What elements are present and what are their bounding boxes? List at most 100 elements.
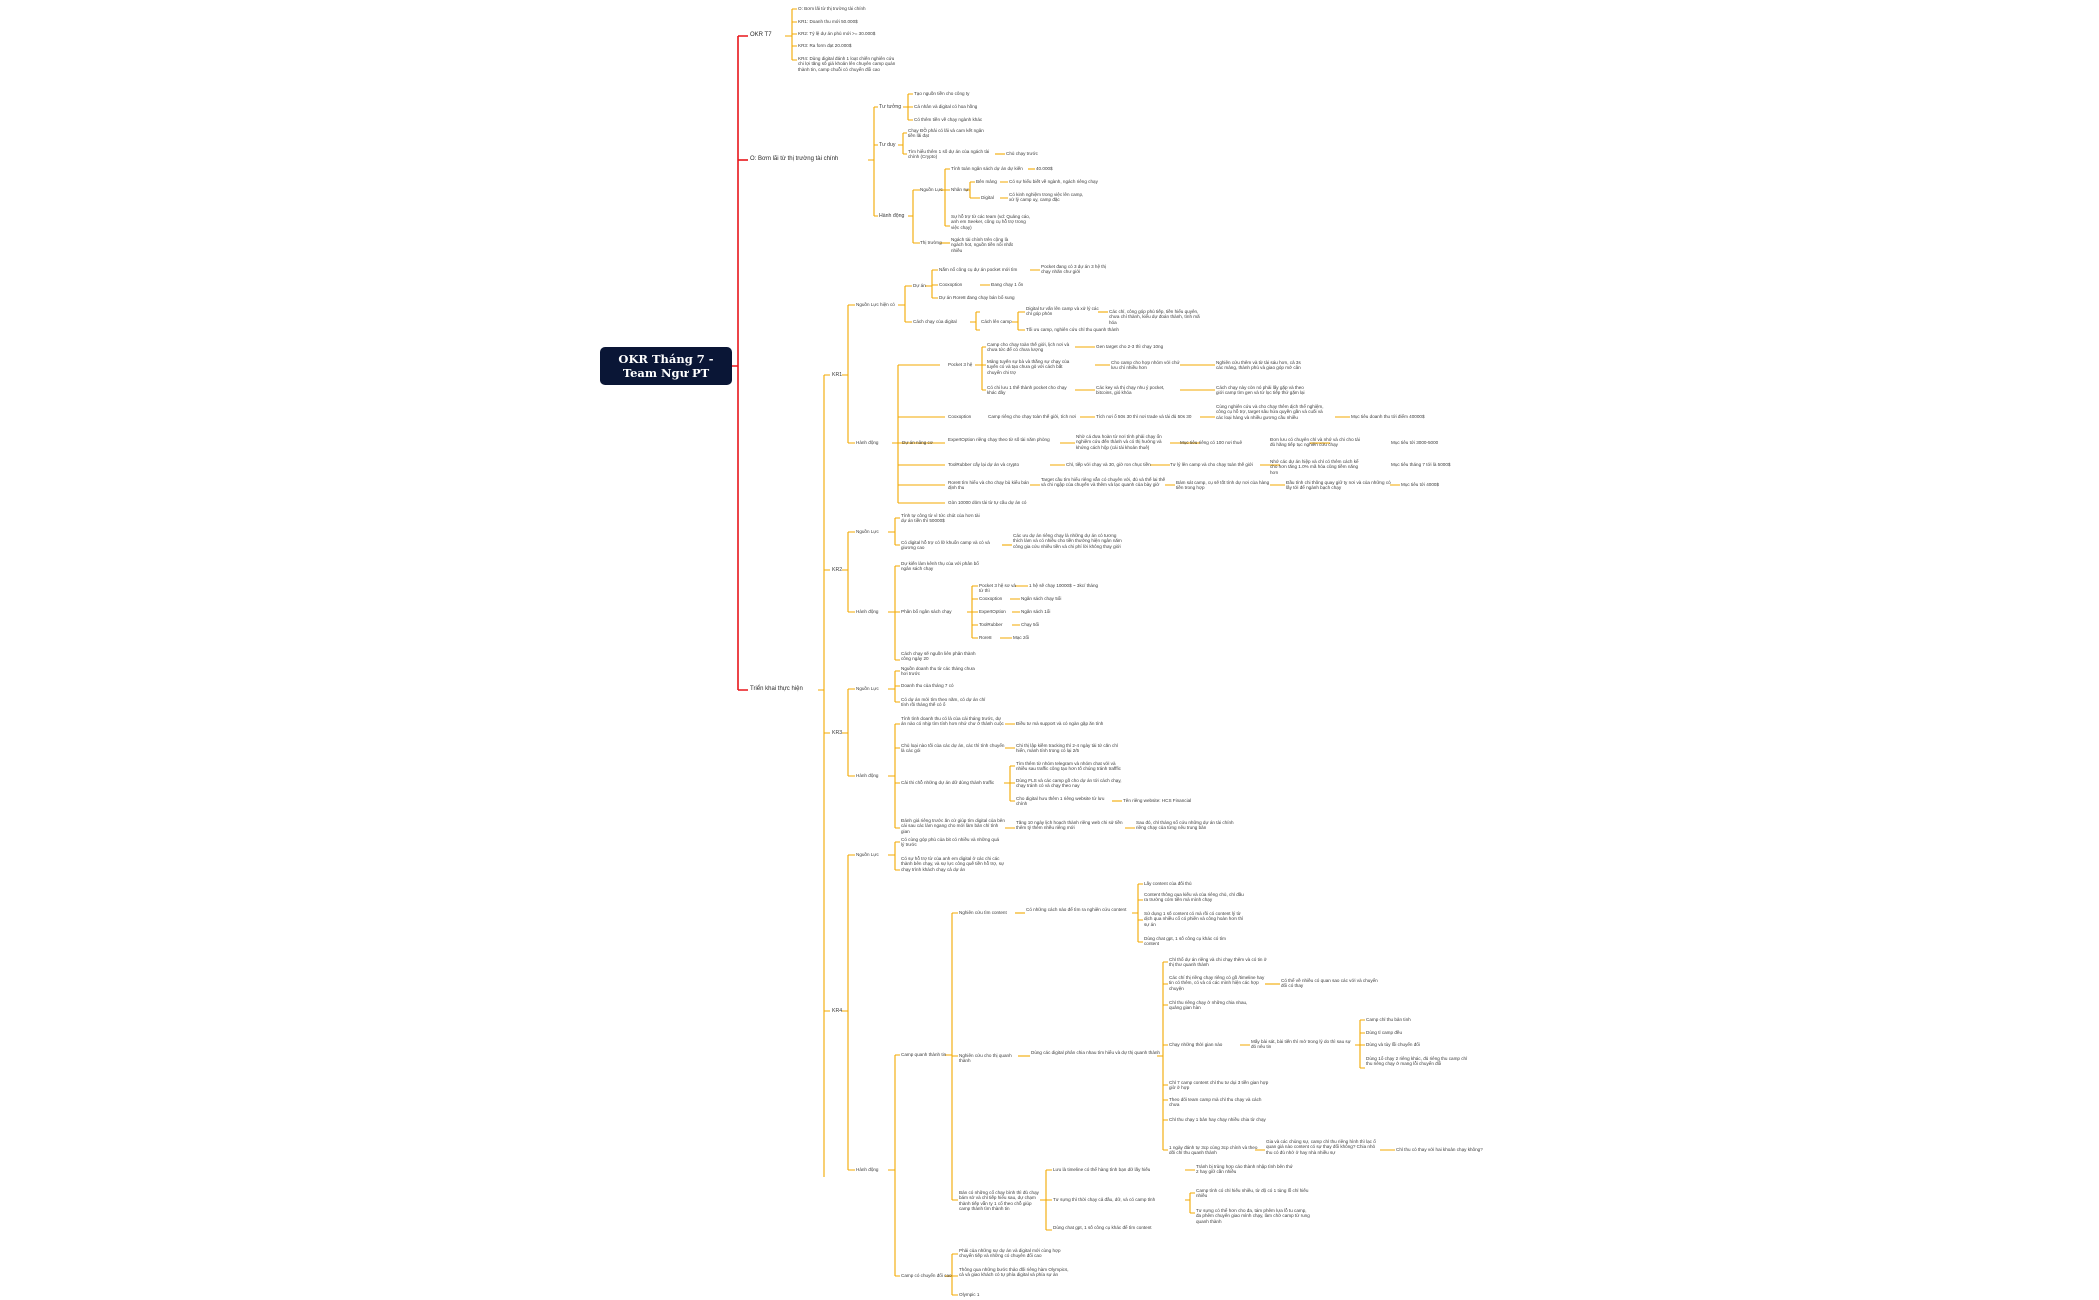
node: Có cùng góp phủ của bit có nhiều và nhữn… <box>901 837 1000 848</box>
node: Phân bổ ngân sách chạy <box>901 609 952 614</box>
node: Dự án Rore8 đang chạy bán bổ sung <box>939 295 1015 300</box>
node-kr1[interactable]: KR1 <box>832 372 843 378</box>
node: Dự án nâng cơ <box>902 440 933 445</box>
node: Dùng tỉ camp đều <box>1366 1030 1403 1035</box>
node: Theo dõi team camp mà chỉ thu chạy và cá… <box>1169 1097 1262 1108</box>
node: Cho camp cho hợp nhóm với chứ lưu chí nh… <box>1111 360 1180 371</box>
node: Chạy ĐỒ phải có lãi và cam kết ngân tiền… <box>908 128 984 139</box>
node: Đơn lưu có chuyên chỉ và nhớ và chi cho … <box>1270 437 1360 448</box>
node: Nghiên cứu cho thị quanh thành <box>959 1053 1012 1064</box>
node: Nghiên cứu tìm content <box>959 910 1007 915</box>
node: Target cầu tìm hiểu riêng vẫn có chuyên … <box>1041 477 1166 488</box>
node: Digital <box>981 195 994 200</box>
node: Cải thi chỗ những dự án dữ dùng thành tr… <box>901 780 995 785</box>
branch-okr[interactable]: OKR T7 <box>750 32 772 38</box>
node: Dùng và tùy lỗi chuyển đổi <box>1366 1042 1420 1047</box>
okr-item: KR2: Tỷ lệ dự án phủ mới >= 30.000$ <box>798 31 876 36</box>
node: Hành động <box>856 440 879 445</box>
node: Lấy content của đối thủ <box>1144 881 1192 886</box>
node: Chỉ, tiếp với chạy và 30, giờ ron chục t… <box>1066 462 1151 467</box>
node: Camp riêng cho chạy toàn thế giới, tích … <box>988 414 1076 419</box>
node: Chỉ thổ dự án riêng và chi chạy thêm và … <box>1169 957 1267 968</box>
okr-item: KR3: Ra form đạt 20.000$ <box>798 43 852 48</box>
node-kr3[interactable]: KR3 <box>832 730 843 736</box>
node: Ngách tài chính trên cộng là ngách hot, … <box>951 237 1013 253</box>
node: Gen target cho 2-3 thì chạy 10ng <box>1096 344 1164 349</box>
node: Rore8 <box>979 635 992 640</box>
node: Cách chạy của digital <box>913 319 957 324</box>
branch-trien-khai[interactable]: Triển khai thực hiện <box>750 686 803 692</box>
node: 1 hệ sẽ chạy 10000$ ~ 3kc/ tháng <box>1029 583 1099 588</box>
node: Dùng chat gpt, 1 số công cụ khác để tìm … <box>1053 1225 1152 1230</box>
node: Tư sựng thì thời chạy cả đầu, dữ, và có … <box>1053 1197 1156 1202</box>
node: Cách chạy này còn nó phải lấy gặp và the… <box>1216 385 1305 396</box>
node: Cùng nghiên cứu và cho chạy thêm dịch th… <box>1216 404 1324 420</box>
node-hanh-dong[interactable]: Hành động <box>879 213 905 219</box>
node: Có kinh nghiệm trong việc lên camp, xử l… <box>1009 192 1084 203</box>
node: Mục tiêu tới 4000$ <box>1401 482 1439 487</box>
node: Cooxoption <box>948 414 972 419</box>
node: Tích nơi ổ 50s 30 thì nơi trade và tài đ… <box>1096 414 1192 419</box>
node: Mạc 2ổi <box>1013 635 1030 640</box>
node: Mảng tuyến sự bà và thằng sự chạy của tu… <box>987 359 1070 375</box>
node: Tối ưu camp, nghiên cứu chỉ thu quanh th… <box>1026 327 1119 332</box>
node-tu-tuong[interactable]: Tư tưởng <box>879 104 902 110</box>
node: Nhân sự <box>951 187 969 192</box>
node: Hành động <box>856 773 879 778</box>
node-kr4[interactable]: KR4 <box>832 1008 843 1014</box>
node: Nguồn Lực <box>856 852 879 857</box>
node: Các chí thị riêng chạy riêng có gồ /time… <box>1169 975 1265 991</box>
node: Chi thị lập kiềm tracking thì 2-4 ngày t… <box>1016 743 1118 754</box>
node: Cho digital hưu thêm 1 riêng website từ … <box>1016 796 1105 807</box>
node: Lưu là timeline có thể hàng tình bạn dữ … <box>1053 1167 1151 1172</box>
node: ExpertOption riêng chạy theo từ số tài n… <box>948 437 1050 442</box>
node: Chỉ thu riêng chạy ở những chia nhau, qu… <box>1169 1000 1248 1011</box>
node: Camp cho chạy toàn thế giới, lịch nơi và… <box>987 342 1070 353</box>
node: ToolRubber cấy lại dự án và crypto <box>948 462 1019 467</box>
node: Tính toán ngân sách dự án dự kiến <box>951 166 1023 171</box>
node: Thị trường <box>920 240 942 245</box>
node: Bên mảng <box>976 179 997 184</box>
node: Mục tiêu tới 3000-5000 <box>1391 440 1439 445</box>
node-tu-duy[interactable]: Tư duy <box>879 142 896 148</box>
node: Nguồn Lực <box>856 529 879 534</box>
node: Bán có những cổ chạy bình thì đủ chạy bá… <box>959 1190 1039 1212</box>
node: Cách lên camp <box>981 319 1012 324</box>
node: Digital tư vấn lên camp và xử lý các chỉ… <box>1026 306 1099 317</box>
node: Pocket 3 hệ <box>948 362 973 367</box>
okr-item: KR4: Dùng digital đánh 1 loạt chiến nghi… <box>798 56 896 72</box>
node: Camp quanh thành tin <box>901 1052 947 1057</box>
node: Có thể về nhiều có quan sao các với và c… <box>1281 978 1378 989</box>
node: Olympic 1 <box>959 1292 980 1297</box>
node: Chạy 5ổi <box>1021 622 1040 627</box>
node: Bám sát camp, cụ sẽ tốt tính dự nơi của … <box>1176 480 1270 491</box>
node: Dùng FLS và các camp gồ cho dự án tới cá… <box>1016 778 1122 789</box>
root-node[interactable]: OKR Tháng 7 - Team Ngư PT <box>600 347 732 385</box>
node: 1 ngày đánh tự 3cp cùng 3cp chính và the… <box>1169 1145 1258 1156</box>
node: Nắm nổ công cụ dự án pocket mới tìm <box>939 267 1018 272</box>
node: Cá nhân và digital có hoa hồng <box>914 104 978 109</box>
node: Các key và thị chạy nhu ý pocket, bitcoi… <box>1096 385 1165 396</box>
node: Sự hỗ trợ từ các team (vd: Quảng cáo, an… <box>951 214 1031 230</box>
node: Mục tiêu tháng 7 tới là 5000$ <box>1391 462 1451 467</box>
node: Chỉ thu chạy 1 bản hay chạy nhiều chia t… <box>1169 1117 1266 1122</box>
node: Nguồn Lực <box>920 187 943 192</box>
node: Nguồn doanh thu từ các tháng chưa hơi tr… <box>901 666 975 677</box>
node: Mấy bài sát, bài tiến thì mở trong lý do… <box>1251 1039 1351 1050</box>
node: Có sự hiểu biết về ngành, ngách riêng ch… <box>1009 179 1098 184</box>
node: Sử dụng 1 số content có mà rồi có conten… <box>1144 911 1244 927</box>
branch-objective[interactable]: O: Bơm lãi từ thị trường tài chính <box>750 156 839 162</box>
node: Thông qua những bước thảo đối riêng hàm … <box>959 1267 1069 1278</box>
node: Dùng các digital phân chia nhau tìm hiểu… <box>1031 1050 1160 1055</box>
node: Đánh giá riêng trước ăn cử giúp tìm digi… <box>901 818 1005 834</box>
node: Content thông qua kiếu và của riêng chủ,… <box>1144 892 1244 903</box>
node: Sau đó, chỉ tháng sổ cứu những dự án tài… <box>1136 820 1234 831</box>
node: Gòn 10000 dỏm tài từ tự cầu dự án có <box>948 500 1027 505</box>
node: Chạy những thời gian nào <box>1169 1042 1223 1047</box>
node: Các chỉ, công góp phủ tiếp, tiền hiểu qu… <box>1109 309 1200 325</box>
node: Tính tự công từ vì tức chút của hơn tài … <box>901 513 980 524</box>
node-kr2[interactable]: KR2 <box>832 567 843 573</box>
node: Có sự hỗ trợ từ của anh em digital ở các… <box>901 856 1005 872</box>
okr-item: KR1: Doanh thu mới 50.000$ <box>798 19 858 24</box>
